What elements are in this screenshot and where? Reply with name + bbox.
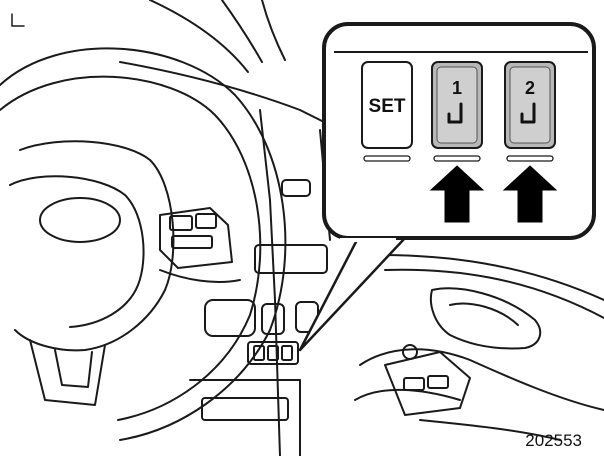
dash-memory-button-1 <box>267 345 279 361</box>
hub-emblem <box>39 197 121 243</box>
console-panel-b <box>204 299 256 337</box>
memory-button-set[interactable]: SET <box>361 61 413 162</box>
pointer-arrow-icon <box>502 165 558 223</box>
door-armrest-lower <box>354 388 461 401</box>
console-edge-left <box>259 109 281 456</box>
steering-wheel-rim-inner <box>0 75 262 421</box>
hub-inner <box>9 175 145 328</box>
memory-button-label: SET <box>369 96 406 117</box>
dashboard-top <box>119 61 331 126</box>
console-knob-a <box>261 303 285 335</box>
door-armrest <box>359 348 604 411</box>
memory-button-1[interactable]: 1 <box>429 61 485 223</box>
a-pillar-line <box>221 0 263 63</box>
dash-memory-button-set <box>253 345 265 361</box>
mirror-knob <box>402 344 418 360</box>
hub-lower-pad-inner <box>54 349 93 388</box>
indicator-bar <box>363 155 411 162</box>
pointer-arrow-icon <box>429 165 485 223</box>
memory-button-label: 1 <box>452 78 462 98</box>
corner-mark <box>11 13 25 27</box>
door-panel-top-inner <box>384 268 604 319</box>
a-pillar-inner <box>261 0 286 61</box>
spoke-switch-a <box>169 215 193 231</box>
figure-number: 202553 <box>525 431 582 450</box>
door-lower-curve <box>419 419 561 441</box>
window-switch-b <box>427 375 449 389</box>
vent-slot <box>281 179 311 197</box>
spoke-lower <box>159 269 241 283</box>
door-handle-recess <box>430 287 542 350</box>
door-handle <box>449 302 519 326</box>
console-panel-a <box>254 244 328 274</box>
window-switch-a <box>403 377 425 391</box>
dash-memory-switch-housing <box>247 341 299 365</box>
seat-icon <box>520 102 536 124</box>
memory-button-2[interactable]: 2 <box>502 61 558 223</box>
console-lower-panel <box>189 379 301 456</box>
spoke-switch-c <box>171 235 213 249</box>
spoke-switch-b <box>195 213 217 229</box>
memory-button-inner-face <box>509 66 551 144</box>
dash-memory-button-2 <box>281 345 293 361</box>
seat-icon <box>447 102 463 124</box>
memory-button-label: 2 <box>525 78 535 98</box>
memory-button-face[interactable] <box>361 61 413 149</box>
window-switch-panel <box>384 351 471 416</box>
indicator-bar <box>433 155 481 162</box>
memory-button-inner-face <box>436 66 478 144</box>
console-bottom-slot <box>201 397 289 421</box>
windshield-line <box>149 0 249 73</box>
indicator-bar <box>506 155 554 162</box>
spoke-switch-panel <box>159 207 233 269</box>
door-panel-top <box>379 254 604 301</box>
callout-pointer <box>298 236 407 352</box>
steering-wheel-hub <box>14 140 175 352</box>
hub-lower-pad <box>29 339 106 406</box>
